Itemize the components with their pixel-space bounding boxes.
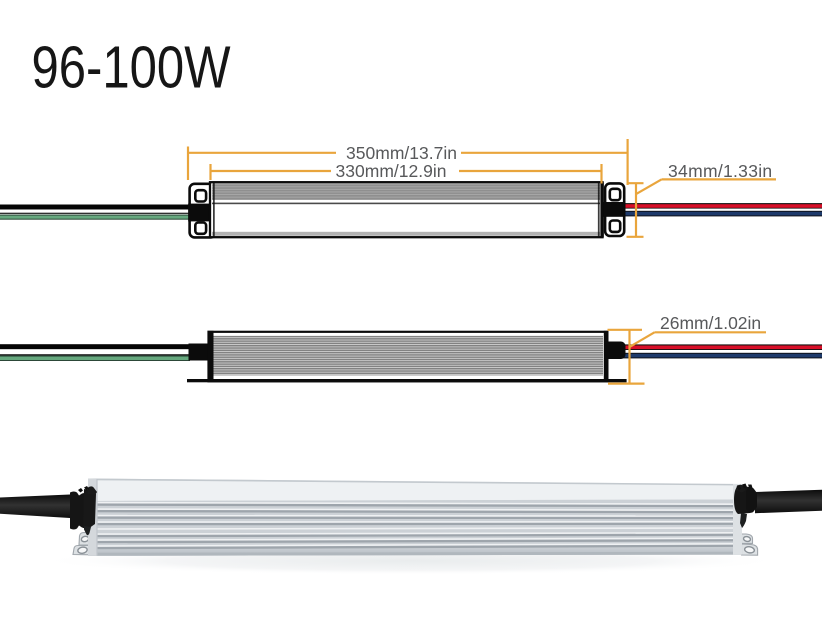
svg-text:350mm/13.7in: 350mm/13.7in — [346, 143, 457, 163]
svg-text:34mm/1.33in: 34mm/1.33in — [668, 161, 772, 181]
svg-text:26mm/1.02in: 26mm/1.02in — [660, 313, 761, 333]
svg-text:330mm/12.9in: 330mm/12.9in — [336, 161, 447, 181]
svg-text:96-100W: 96-100W — [32, 33, 231, 100]
